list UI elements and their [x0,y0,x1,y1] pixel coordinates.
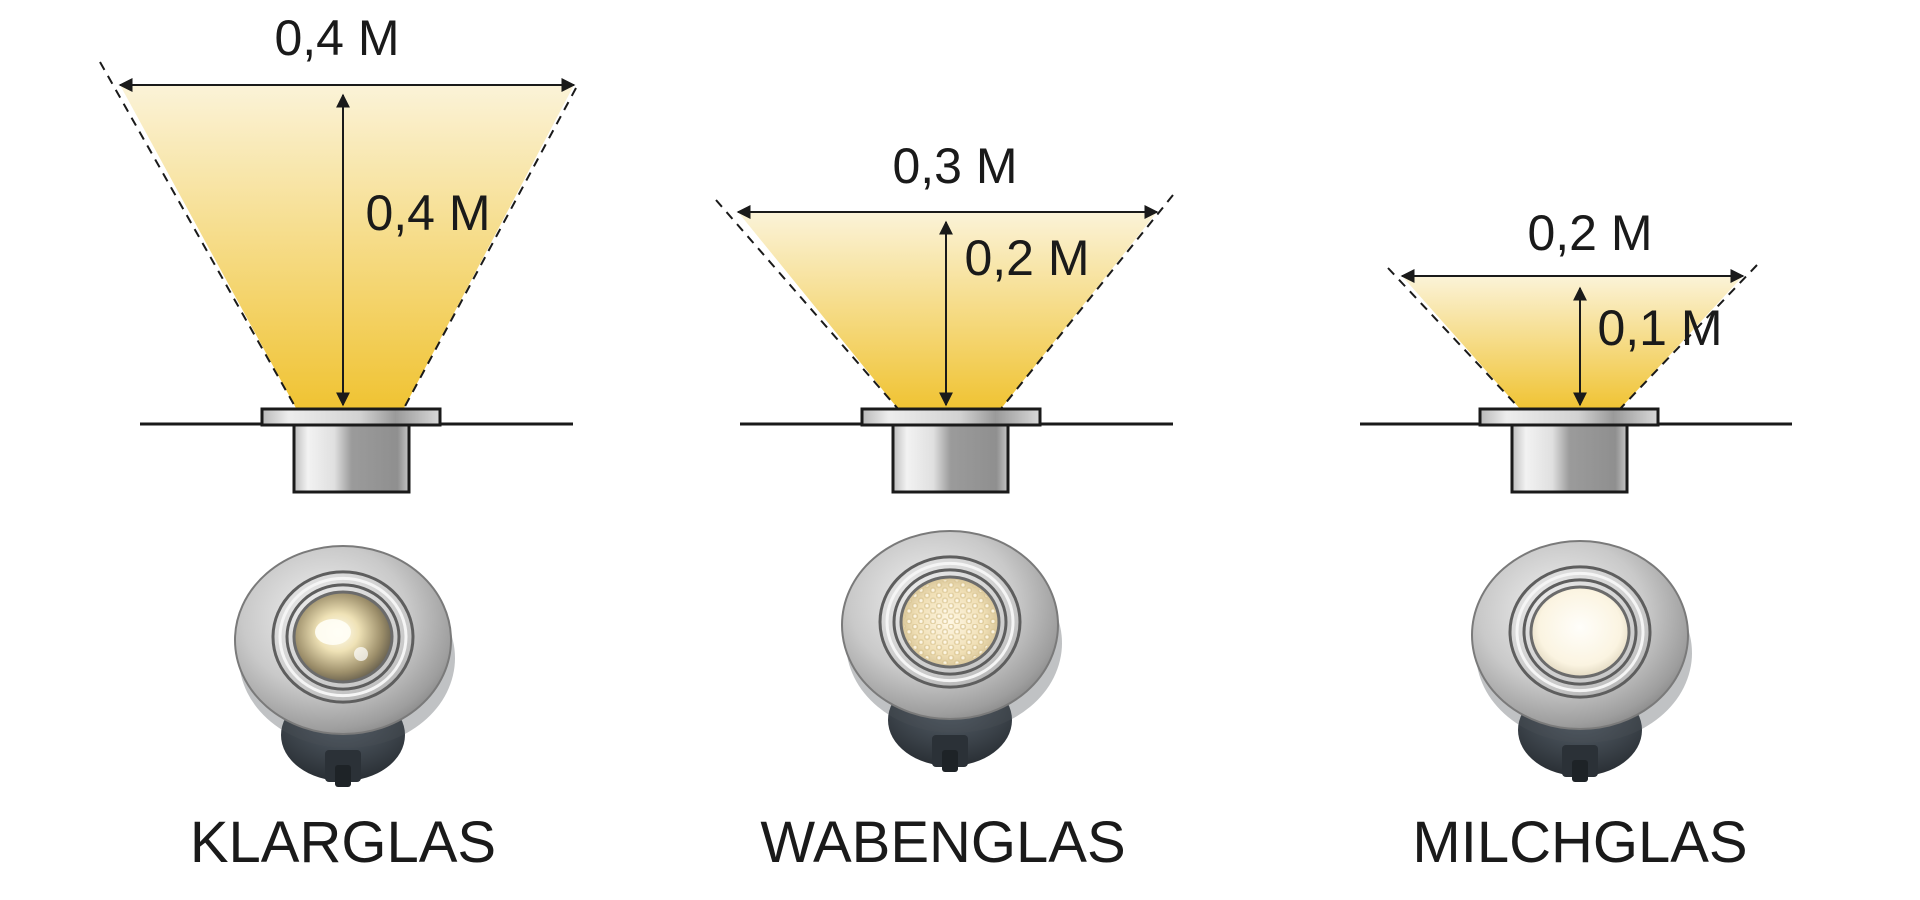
beam-cone [738,212,1157,410]
fixture-body [891,423,1010,494]
light-wabenglas: 0,3 M 0,2 M WABENGLAS [715,138,1174,875]
fixture-groove [1508,565,1652,699]
fixture-flange [260,407,442,427]
fixture-body [292,423,411,494]
fixture-groove [892,568,1008,676]
beam-cone [1402,276,1743,410]
fixture-body [1510,423,1629,494]
height-label: 0,1 M [1597,300,1722,356]
fixture-led-highlight [315,619,351,645]
fixture-groove [278,576,408,698]
beam-cone [120,85,574,410]
light-milchglas: 0,2 M 0,1 M MILCHGLAS [1360,205,1792,875]
product-name: MILCHGLAS [1412,810,1747,875]
beam-edge-right [402,87,577,411]
fixture-clip-tab [1572,760,1588,782]
fixture-groove [1522,578,1638,686]
fixture-groove [271,570,415,704]
beam-edge-right [1618,264,1758,411]
beam-edge-left [1387,267,1522,411]
fixture-product-image [841,530,1062,772]
fixture-flange [860,407,1042,427]
light-klarglas: 0,4 M 0,4 M KLARGLAS [99,10,577,875]
width-label: 0,2 M [1527,205,1652,261]
fixture-clip-tab [942,750,958,772]
fixture-product-image [1471,540,1692,782]
beam-edge-left [715,199,900,411]
product-name: WABENGLAS [760,810,1125,875]
fixture-flange [1478,407,1660,427]
fixture-honeycomb-pattern [904,580,996,664]
fixture-groove [878,555,1022,689]
fixture-groove [885,561,1015,683]
fixture-clip-tab [335,765,351,787]
height-label: 0,2 M [964,230,1089,286]
beam-edge-left [99,61,298,411]
beam-edge-right [999,194,1174,411]
fixture-glass [1529,585,1631,679]
fixture-groove [285,583,401,691]
fixture-led-dot [354,647,368,661]
height-label: 0,4 M [365,185,490,241]
fixture-groove [1515,571,1645,693]
product-name: KLARGLAS [190,810,496,875]
fixture-product-image [234,545,455,787]
width-label: 0,3 M [892,138,1017,194]
width-label: 0,4 M [274,10,399,66]
